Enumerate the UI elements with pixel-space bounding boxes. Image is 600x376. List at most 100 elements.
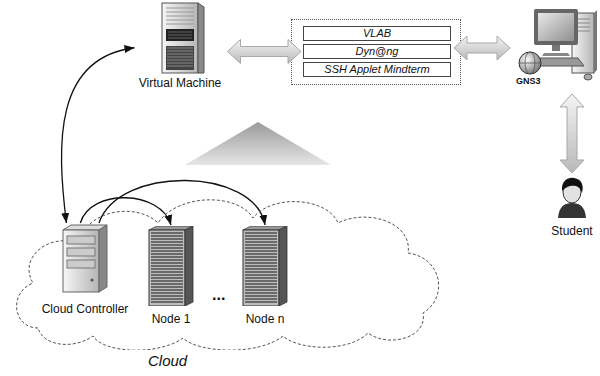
drawing-part [243, 230, 279, 306]
vm-icon [154, 2, 206, 74]
drawing-part [166, 24, 194, 25]
drawing-part [245, 250, 277, 251]
drawing-part [166, 20, 194, 21]
drawing-part [279, 226, 287, 306]
drawing-part [245, 241, 277, 242]
drawing-part [151, 283, 183, 284]
curved-arrow [62, 48, 135, 223]
drawing-part [245, 298, 277, 299]
node-label: Node 1 [143, 312, 199, 326]
drawing-part [519, 63, 541, 64]
drawing-part [151, 235, 183, 236]
drawing-part [168, 38, 192, 39]
drawing-part [584, 74, 592, 80]
drawing-part [166, 12, 194, 13]
drawing-part [552, 45, 560, 51]
drawing-part [168, 35, 192, 36]
block-arrow [228, 40, 302, 64]
drawing-part [558, 203, 586, 218]
drawing-part [167, 54, 193, 55]
triangle-shape [185, 122, 331, 165]
cc-icon [60, 224, 110, 294]
cloud-region: Cloud Cloud ControllerNode 1 Node n [8, 178, 448, 374]
node-label: Student [548, 224, 596, 238]
drawing-part [151, 232, 183, 233]
drawing-part [151, 301, 183, 302]
compute-node: Node n [237, 226, 293, 326]
drawing-part [151, 238, 183, 239]
drawing-part [162, 3, 198, 73]
cloud-controller: Cloud Controller [39, 224, 132, 316]
drawing-part [17, 200, 439, 350]
rack-icon [145, 226, 197, 306]
virtual-machine: Virtual Machine [136, 2, 225, 90]
drawing-part [151, 277, 183, 278]
drawing-part [245, 286, 277, 287]
drawing-part [167, 57, 193, 58]
drawing-part [151, 274, 183, 275]
drawing-part [151, 271, 183, 272]
node-label: GNS3 [516, 76, 541, 87]
drawing-part [67, 236, 95, 244]
drawing-part [166, 46, 194, 70]
drawing-part [245, 289, 277, 290]
drawing-part [245, 301, 277, 302]
node-label: Dyn@ng [304, 45, 450, 58]
compute-node: Node 1 [143, 226, 199, 326]
node-label: Virtual Machine [136, 76, 225, 90]
drawing-part [166, 29, 194, 41]
drawing-part [245, 265, 277, 266]
drawing-part [576, 19, 590, 20]
drawing-part [245, 268, 277, 269]
drawing-part [63, 230, 99, 292]
drawing-part [245, 292, 277, 293]
drawing-part [576, 31, 590, 32]
drawing-part [245, 253, 277, 254]
drawing-part [151, 244, 183, 245]
software-box: SSH Applet Mindterm [303, 62, 451, 77]
drawing-part [151, 295, 183, 296]
software-box: VLAB [303, 26, 451, 41]
drawing-part [151, 292, 183, 293]
drawing-part [151, 286, 183, 287]
drawing-part [151, 256, 183, 257]
drawing-part [166, 8, 194, 9]
drawing-part [542, 53, 570, 56]
drawing-part [151, 247, 183, 248]
drawing-part [245, 295, 277, 296]
drawing-part [151, 280, 183, 281]
drawing-part [576, 23, 590, 24]
drawing-part [166, 16, 194, 17]
student-icon [555, 176, 589, 218]
drawing-part [185, 226, 193, 306]
rack-icon [239, 226, 291, 306]
curved-arrow [99, 180, 265, 225]
node-label: SSH Applet Mindterm [304, 63, 450, 76]
drawing-part [151, 259, 183, 260]
drawing-part [245, 232, 277, 233]
drawing-part [167, 66, 193, 67]
node-label: Node n [237, 312, 293, 326]
student-figure: Student [548, 176, 596, 238]
drawing-part [167, 48, 193, 49]
drawing-part [149, 230, 185, 306]
drawing-part [245, 244, 277, 245]
drawing-part [67, 248, 95, 256]
drawing-part [245, 256, 277, 257]
drawing-part [151, 268, 183, 269]
drawing-part [99, 225, 107, 292]
drawing-part [519, 52, 541, 74]
drawing-part [151, 289, 183, 290]
drawing-part [167, 60, 193, 61]
drawing-part [198, 3, 204, 73]
drawing-part [245, 283, 277, 284]
node-label: Cloud [148, 352, 187, 369]
drawing-part [167, 63, 193, 64]
drawing-part [562, 178, 583, 193]
drawing-part [245, 235, 277, 236]
drawing-part [168, 32, 192, 33]
node-label: VLAB [304, 27, 450, 40]
